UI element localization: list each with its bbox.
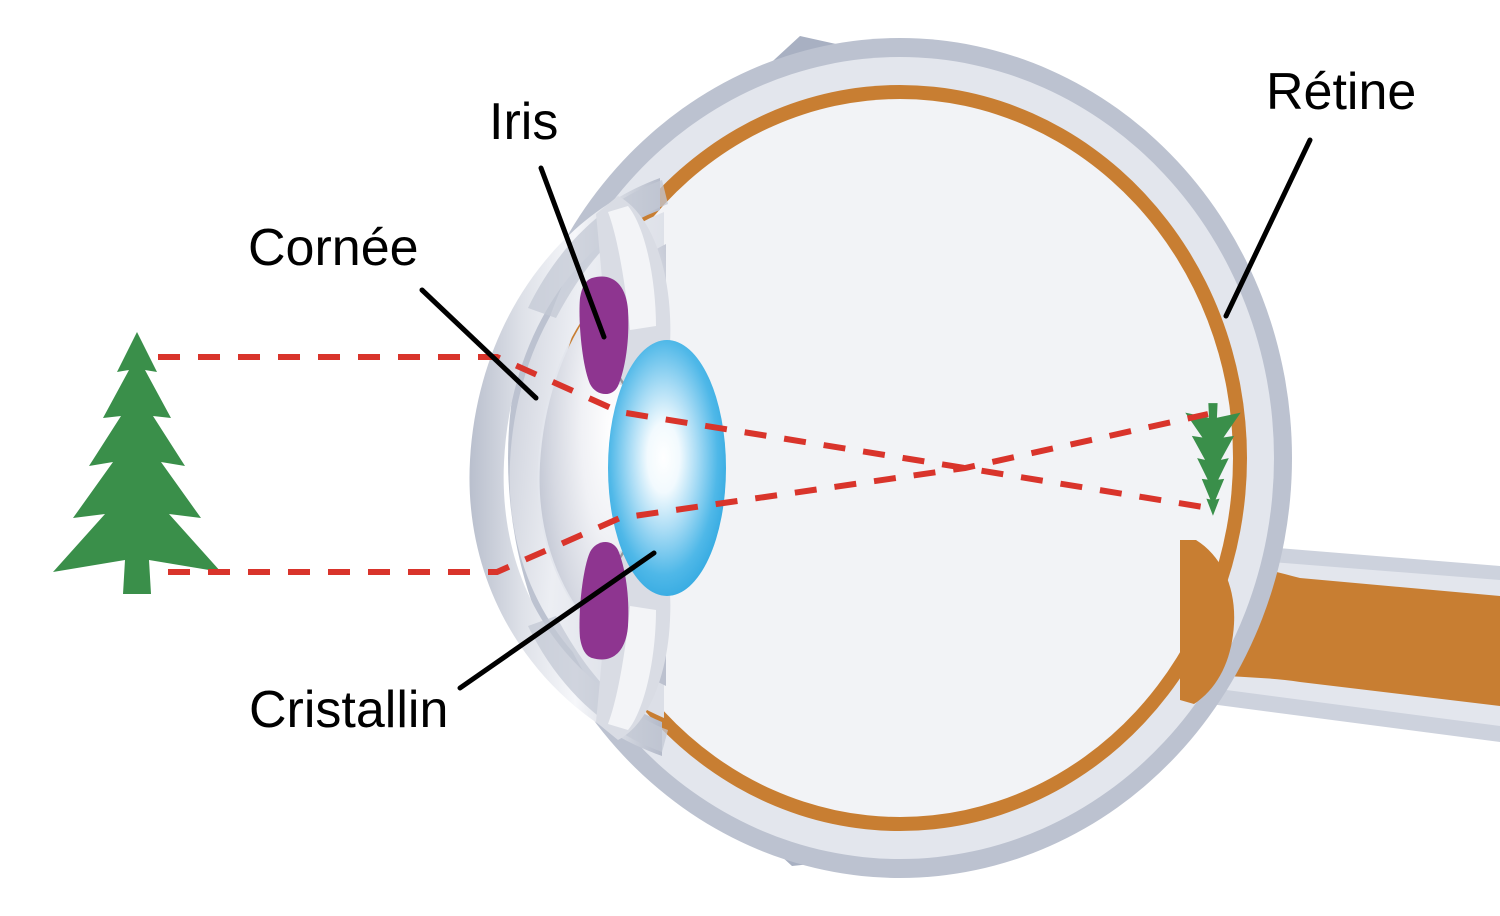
leader-line-cornee xyxy=(419,287,539,401)
leader-line-retine xyxy=(1223,137,1313,319)
anterior-chamber xyxy=(509,212,664,718)
ciliary-process-lower xyxy=(608,606,656,730)
lens-group xyxy=(608,340,726,596)
leader-line-cristallin xyxy=(457,550,657,691)
label-cornee: Cornée xyxy=(248,219,419,277)
vitreous-body xyxy=(567,99,1233,817)
label-iris: Iris xyxy=(489,93,559,151)
light-ray-group xyxy=(158,354,1216,575)
iris-lower-leaflet xyxy=(579,541,629,660)
ciliary-process-upper xyxy=(608,206,656,330)
retinal-image-silhouette xyxy=(1185,403,1241,516)
leader-line-group xyxy=(419,137,1313,691)
lens-shape xyxy=(608,340,726,596)
object-tree xyxy=(53,332,221,594)
eyeball-wall-group xyxy=(508,38,1292,878)
light-ray-lower xyxy=(168,411,1209,575)
leader-line-iris xyxy=(538,165,607,340)
optic-disc-shape xyxy=(1180,540,1235,704)
cornea-outer-shell xyxy=(469,178,662,756)
optic-disc-group xyxy=(1180,540,1235,704)
image-tree-on-retina xyxy=(1185,403,1241,516)
label-retine: Rétine xyxy=(1266,63,1417,121)
tree-silhouette xyxy=(53,332,221,594)
label-cristallin: Cristallin xyxy=(249,681,449,739)
